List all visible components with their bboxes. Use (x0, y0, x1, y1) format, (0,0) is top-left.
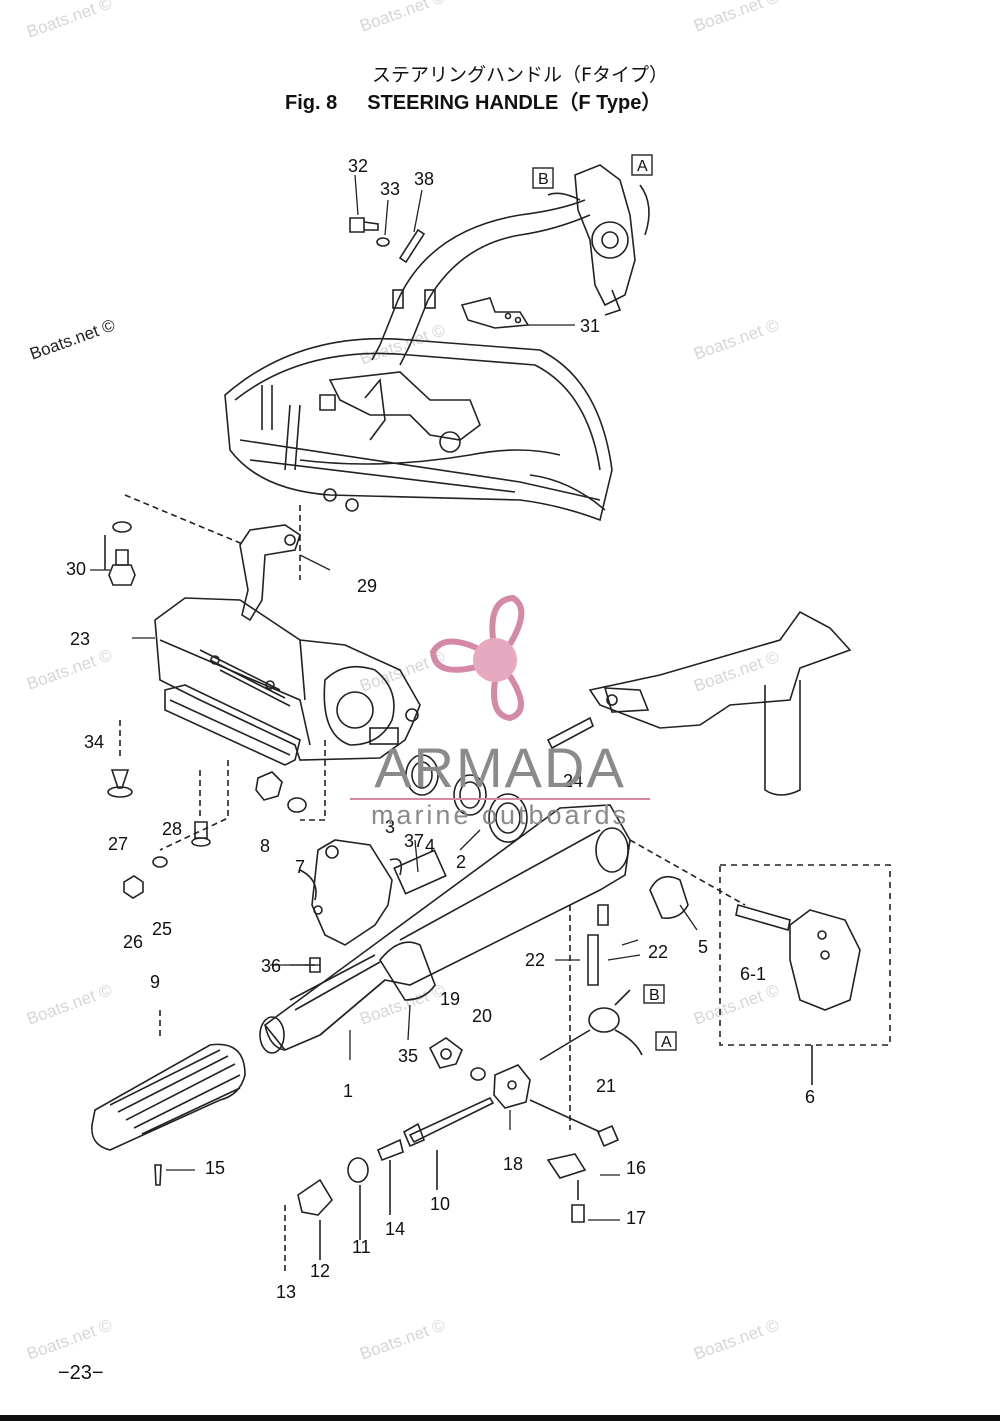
callout-number-9: 9 (150, 972, 160, 992)
callout-number-5: 5 (698, 937, 708, 957)
callout-number-27: 27 (108, 834, 128, 854)
callout-number-26: 26 (123, 932, 143, 952)
friction-bracket-drawing (629, 839, 891, 1085)
ref-tag-b-top: B (538, 171, 549, 188)
callout-number-15: 15 (205, 1158, 225, 1178)
callout-number-33: 33 (380, 179, 400, 199)
callout-number-35: 35 (398, 1046, 418, 1066)
callout-number-17: 17 (626, 1208, 646, 1228)
leader-lines (90, 174, 698, 1221)
armada-logo-wordmark: ARMADA (374, 736, 626, 799)
callout-number-6: 6 (805, 1087, 815, 1107)
callout-number-11: 11 (352, 1237, 371, 1257)
callout-number-6-1: 6-1 (740, 964, 766, 984)
armada-logo-rule (350, 798, 650, 800)
tiller-handle-1-drawing (259, 804, 631, 1054)
callout-number-31: 31 (580, 316, 600, 336)
callout-number-7: 7 (295, 857, 305, 877)
bracket-7-drawing (299, 839, 403, 946)
callout-number-21: 21 (596, 1076, 616, 1096)
armada-propeller-logo (429, 594, 525, 722)
callout-number-2: 2 (456, 852, 466, 872)
callout-number-37: 37 (404, 831, 424, 851)
ref-tag-a-bottom: A (661, 1034, 672, 1051)
page-bottom-border (0, 1415, 1000, 1421)
throttle-block-drawing (428, 989, 643, 1148)
callout-number-18: 18 (503, 1154, 523, 1174)
carburetor-linkage-drawing (547, 164, 650, 316)
grip-9-drawing (91, 1010, 246, 1186)
callout-number-22: 22 (648, 942, 668, 962)
callout-number-19: 19 (440, 989, 460, 1009)
callout-number-36: 36 (261, 956, 281, 976)
callout-number-28: 28 (162, 819, 182, 839)
orings-drawing (405, 754, 528, 843)
callout-number-30: 30 (66, 559, 86, 579)
figure-title-english: STEERING HANDLE（F Type） (367, 92, 662, 114)
callout-number-25: 25 (152, 919, 172, 939)
title-japanese: ステアリングハンドル（Fタイプ） (372, 64, 668, 86)
handle-bracket-23-drawing (154, 597, 421, 761)
washer-bolt-30-drawing (104, 521, 136, 586)
armada-logo-tagline: marine outboards (370, 800, 630, 830)
callout-number-20: 20 (472, 1006, 492, 1026)
bracket-29-drawing (124, 494, 301, 622)
steering-bracket-24-drawing (546, 610, 852, 796)
callout-number-32: 32 (348, 156, 368, 176)
ref-tag-a-top: A (637, 158, 648, 175)
callout-number-23: 23 (70, 629, 90, 649)
throttle-cables-drawing (349, 199, 591, 366)
small-hardware-drawing (123, 740, 326, 899)
callout-number-38: 38 (414, 169, 434, 189)
callout-number-22: 22 (525, 950, 545, 970)
callout-number-3: 3 (385, 817, 395, 837)
callout-number-13: 13 (276, 1282, 296, 1302)
callout-number-8: 8 (260, 836, 270, 856)
callout-number-10: 10 (430, 1194, 450, 1214)
plate-34-drawing (107, 684, 301, 798)
reference-tags: B A B A (532, 154, 677, 1051)
callout-number-1: 1 (343, 1081, 353, 1101)
callout-number-4: 4 (425, 836, 435, 856)
throttle-shaft-drawing (284, 1096, 495, 1275)
callout-number-16: 16 (626, 1158, 646, 1178)
callout-number-34: 34 (84, 732, 104, 752)
figure-title: Fig. 8 STEERING HANDLE（F Type） (285, 86, 661, 115)
figure-label: Fig. 8 (285, 92, 338, 114)
callout-number-12: 12 (310, 1261, 330, 1281)
pins-16-17-22-drawing (546, 904, 609, 1223)
callout-number-24: 24 (563, 771, 583, 791)
lower-cowling-drawing (224, 337, 613, 522)
page-number: −23− (58, 1362, 104, 1384)
callout-number-14: 14 (385, 1219, 405, 1239)
ref-tag-b-bottom: B (649, 987, 660, 1004)
callout-number-29: 29 (357, 576, 377, 596)
